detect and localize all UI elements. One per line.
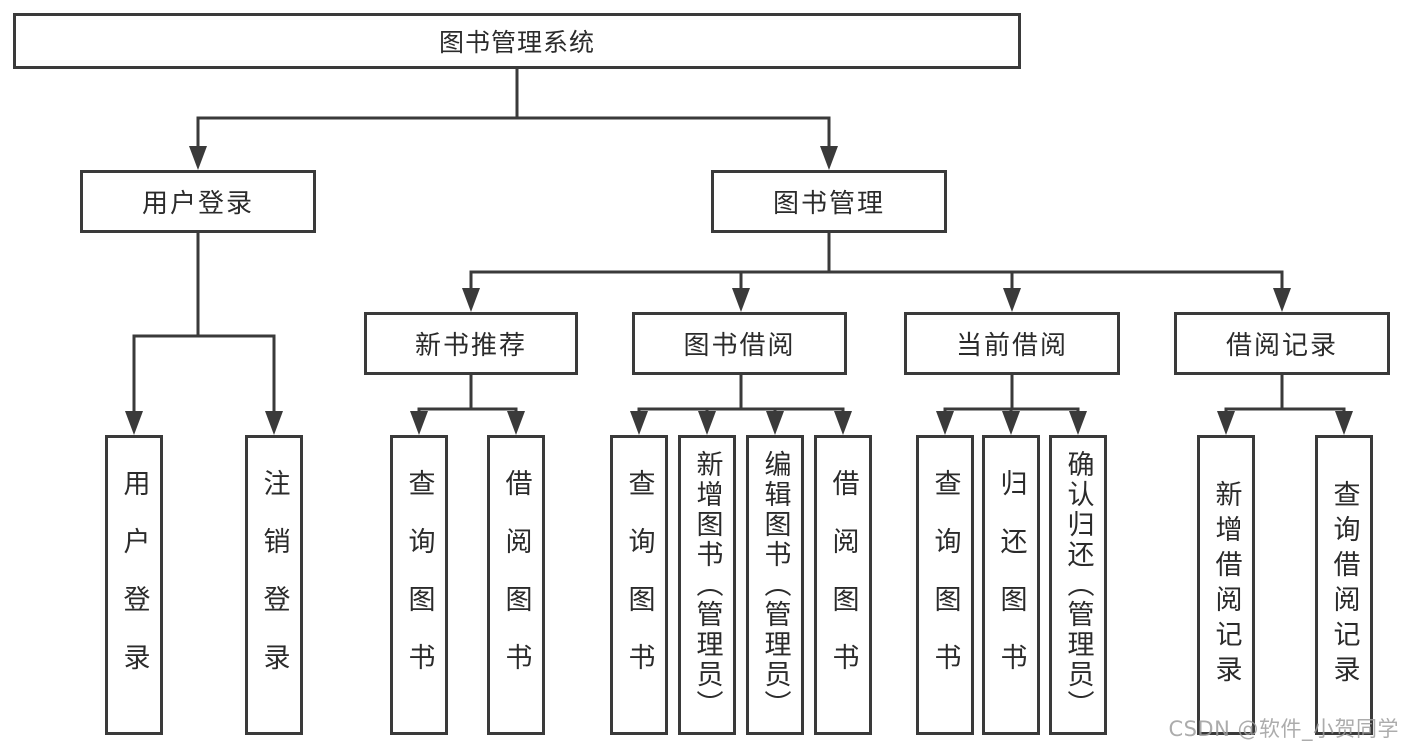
leaf-query-books-borrowing: 查询图书 <box>610 435 668 735</box>
leaf-confirm-return-admin: 确认归还（管理员） <box>1049 435 1107 735</box>
wire-current-to-leaves <box>936 375 1087 435</box>
leaf-add-book-admin-label: 新增图书（管理员） <box>691 450 723 720</box>
node-book-management-label: 图书管理 <box>772 189 885 219</box>
node-new-book-recommendation-label: 新书推荐 <box>414 331 527 361</box>
leaf-user-login: 用户登录 <box>105 435 163 735</box>
leaf-edit-book-admin-label: 编辑图书（管理员） <box>759 450 791 720</box>
leaf-query-books-current-label: 查询图书 <box>929 469 961 701</box>
wire-new-books-to-leaves <box>410 375 525 435</box>
node-borrow-records-label: 借阅记录 <box>1225 331 1338 361</box>
leaf-user-login-label: 用户登录 <box>118 469 150 701</box>
leaf-add-borrow-record: 新增借阅记录 <box>1197 435 1255 735</box>
node-borrow-records: 借阅记录 <box>1174 312 1390 375</box>
node-new-book-recommendation: 新书推荐 <box>364 312 578 375</box>
leaf-return-books-label: 归还图书 <box>995 469 1027 701</box>
wire-book-mgmt-to-level3 <box>462 233 1291 312</box>
wire-user-login-to-leaves <box>125 233 283 435</box>
leaf-edit-book-admin: 编辑图书（管理员） <box>746 435 804 735</box>
leaf-return-books: 归还图书 <box>982 435 1040 735</box>
wire-borrowing-to-leaves <box>630 375 852 435</box>
leaf-borrow-books-label: 借阅图书 <box>827 469 859 701</box>
node-current-borrowing: 当前借阅 <box>904 312 1120 375</box>
leaf-query-books-borrowing-label: 查询图书 <box>623 469 655 701</box>
wire-root-to-level2 <box>189 69 838 170</box>
node-book-management: 图书管理 <box>711 170 947 233</box>
leaf-borrow-books-recommend: 借阅图书 <box>487 435 545 735</box>
node-book-borrowing-label: 图书借阅 <box>683 331 796 361</box>
leaf-borrow-books-recommend-label: 借阅图书 <box>500 469 532 701</box>
node-book-borrowing: 图书借阅 <box>632 312 847 375</box>
node-current-borrowing-label: 当前借阅 <box>955 331 1068 361</box>
node-user-login: 用户登录 <box>80 170 316 233</box>
node-library-system-label: 图书管理系统 <box>438 28 595 57</box>
leaf-query-books-current: 查询图书 <box>916 435 974 735</box>
leaf-query-books-recommend: 查询图书 <box>390 435 448 735</box>
leaf-logout: 注销登录 <box>245 435 303 735</box>
leaf-add-borrow-record-label: 新增借阅记录 <box>1210 480 1242 690</box>
leaf-confirm-return-admin-label: 确认归还（管理员） <box>1062 450 1094 720</box>
leaf-query-borrow-record-label: 查询借阅记录 <box>1328 480 1360 690</box>
node-user-login-label: 用户登录 <box>141 189 254 219</box>
leaf-borrow-books: 借阅图书 <box>814 435 872 735</box>
leaf-logout-label: 注销登录 <box>258 469 290 701</box>
wire-records-to-leaves <box>1217 375 1353 435</box>
leaf-query-books-recommend-label: 查询图书 <box>403 469 435 701</box>
leaf-add-book-admin: 新增图书（管理员） <box>678 435 736 735</box>
leaf-query-borrow-record: 查询借阅记录 <box>1315 435 1373 735</box>
node-library-system: 图书管理系统 <box>13 13 1021 69</box>
